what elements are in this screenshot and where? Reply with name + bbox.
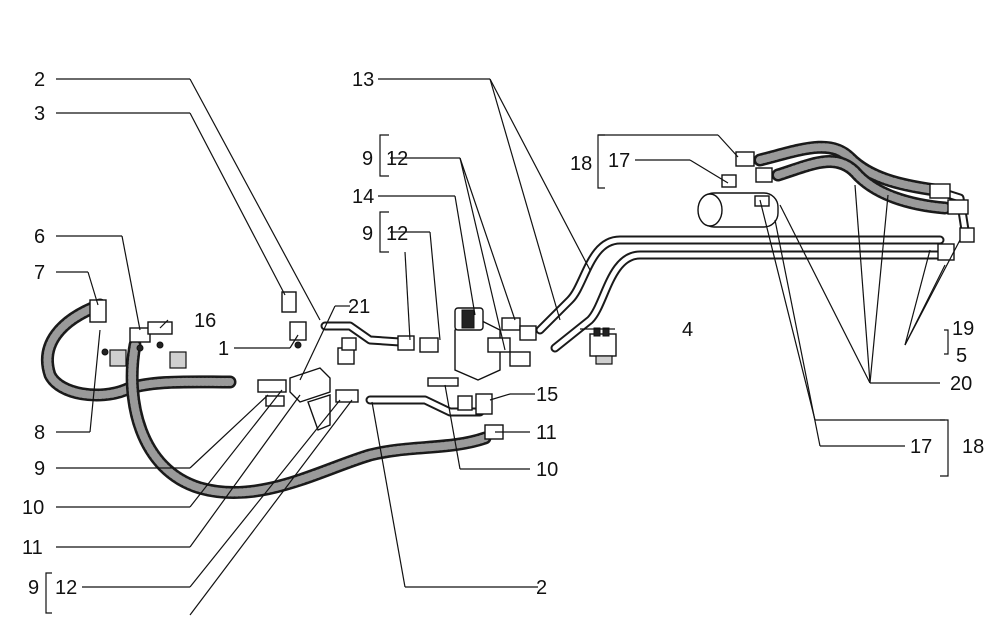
callout-8: 8 [34,422,45,444]
callout-labels: 2 3 6 7 8 9 10 11 9 12 1 16 21 2 13 9 12… [22,69,984,599]
hoses [40,140,952,499]
callout-3: 3 [34,103,45,125]
callout-18-top: 18 [570,153,592,175]
callout-17-bottom: 17 [910,436,932,458]
callout-9-mid: 9 [362,223,373,245]
callout-15: 15 [536,384,558,406]
callout-12-bottom: 12 [55,577,77,599]
callout-20: 20 [950,373,972,395]
callout-4: 4 [682,319,693,341]
callout-10-left: 10 [22,497,44,519]
callout-11-right: 11 [536,422,557,444]
callout-12-top: 12 [386,148,408,170]
callout-21: 21 [348,296,370,318]
leader-lines [56,78,961,616]
callout-13: 13 [352,69,374,91]
callout-10-right: 10 [536,459,558,481]
callout-18-bottom: 18 [962,436,984,458]
brackets [45,134,949,614]
rigid-pipes [320,185,970,417]
callout-17-top: 17 [608,150,630,172]
callout-6: 6 [34,226,45,248]
callout-12-mid: 12 [386,223,408,245]
callout-16: 16 [194,310,216,332]
callout-14: 14 [352,186,374,208]
callout-2-bottom: 2 [536,577,547,599]
callout-7: 7 [34,262,45,284]
callout-5: 5 [956,345,967,367]
callout-1: 1 [218,338,229,360]
callout-19: 19 [952,318,974,340]
callout-9-bottom: 9 [28,577,39,599]
callout-9-left: 9 [34,458,45,480]
callout-11-left: 11 [22,537,43,559]
callout-9-top: 9 [362,148,373,170]
callout-2-top: 2 [34,69,45,91]
components [89,151,975,440]
